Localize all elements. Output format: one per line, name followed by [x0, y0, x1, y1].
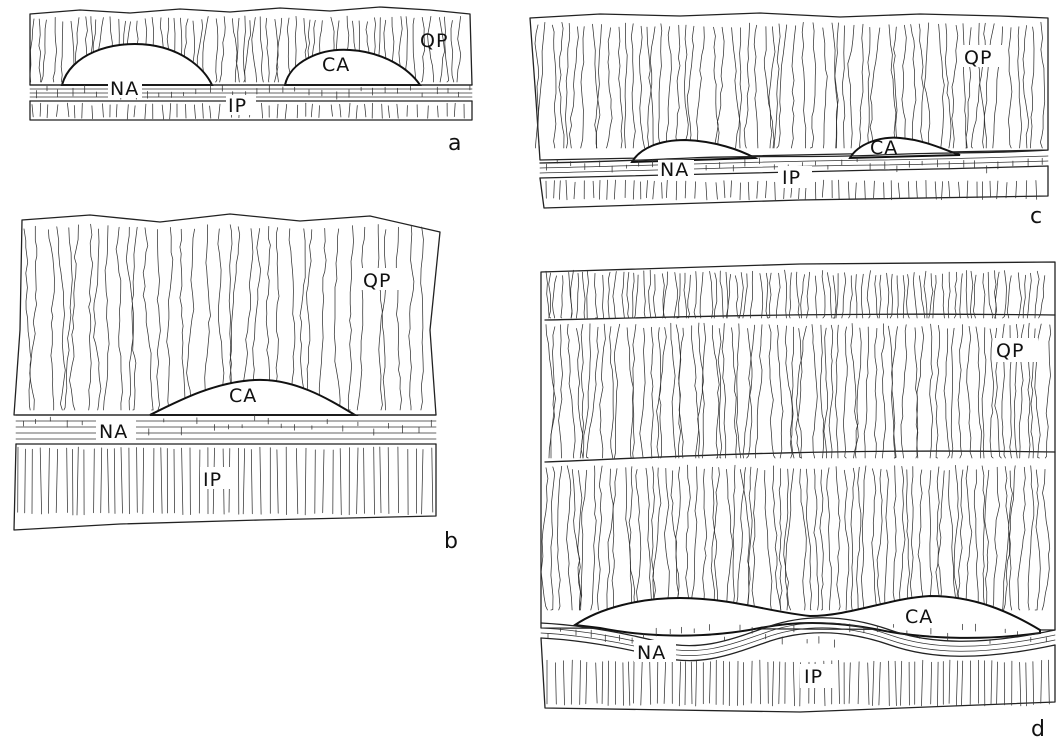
panel-a: NA CA QP IP a — [30, 7, 472, 156]
panel-a-na-label: NA — [110, 78, 139, 100]
panel-c: NA CA QP IP c — [530, 13, 1048, 229]
panel-a-qp-label: QP — [420, 30, 448, 52]
panel-d-qp-layer — [541, 262, 1055, 630]
panel-b-letter: b — [444, 529, 458, 554]
panel-d-letter: d — [1031, 717, 1045, 742]
panel-c-ip-label: IP — [782, 167, 801, 189]
panel-b-ip-label: IP — [203, 469, 222, 491]
panel-b-na-layer — [16, 415, 436, 444]
panel-d-ca-cavity — [575, 596, 1040, 638]
panel-c-qp-layer — [530, 13, 1048, 160]
panel-b-na-label: NA — [99, 421, 128, 443]
panel-a-ca-label: CA — [322, 54, 350, 76]
panel-d-ip-layer — [541, 638, 1055, 712]
panel-d-ca-label: CA — [905, 606, 933, 628]
panel-c-qp-label: QP — [964, 47, 992, 69]
panel-c-ca-label: CA — [870, 137, 898, 159]
panel-b-ca-label: CA — [229, 385, 257, 407]
panel-c-na-label: NA — [660, 159, 689, 181]
panel-d-na-label: NA — [637, 642, 666, 664]
panel-c-letter: c — [1030, 204, 1042, 229]
panel-a-letter: a — [448, 131, 461, 156]
panel-d: NA CA QP IP d — [541, 262, 1055, 742]
panel-a-ip-label: IP — [228, 95, 247, 117]
panel-d-ip-label: IP — [804, 666, 823, 688]
panel-d-qp-label: QP — [996, 340, 1024, 362]
panel-b: NA CA QP IP b — [14, 214, 458, 554]
panel-b-qp-label: QP — [363, 270, 391, 292]
